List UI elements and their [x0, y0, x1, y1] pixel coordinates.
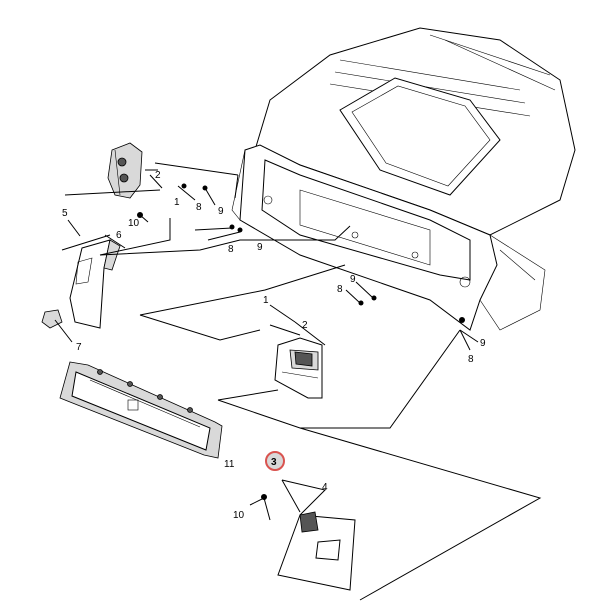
- callout-10-lower: 10: [233, 510, 245, 521]
- callout-6: 6: [116, 230, 122, 241]
- callout-8-mid: 8: [228, 244, 234, 255]
- callout-10-upper: 10: [128, 218, 140, 229]
- callout-4: 4: [322, 482, 328, 493]
- callout-9-mid: 9: [257, 242, 263, 253]
- callout-2-center: 2: [302, 320, 308, 331]
- callout-9-right: 9: [350, 274, 356, 285]
- callout-1-upper-left: 1: [174, 197, 180, 208]
- callout-labels: 2 1 8 9 10 5 6 8 9 7 9 8 1 2 9 8 11 4 10: [62, 170, 486, 521]
- callout-3-label: 3: [271, 457, 277, 468]
- vehicle-body: [231, 27, 576, 331]
- left-tail-lamp[interactable]: [41, 239, 121, 329]
- callout-11: 11: [224, 459, 235, 470]
- callout-9-upper: 9: [218, 206, 224, 217]
- callout-3-highlighted[interactable]: 3: [265, 451, 285, 471]
- callout-7: 7: [76, 342, 82, 353]
- leader-lines: [54, 162, 542, 601]
- callout-1-center: 1: [263, 295, 269, 306]
- callout-8-right: 8: [337, 284, 343, 295]
- callout-2-upper-left: 2: [155, 170, 161, 181]
- callout-8-upper: 8: [196, 202, 202, 213]
- part-11-rear-panel[interactable]: [59, 361, 223, 459]
- right-tail-lamp[interactable]: [277, 511, 356, 591]
- callout-5: 5: [62, 208, 68, 219]
- upper-left-lamp-assembly[interactable]: [107, 142, 143, 199]
- callout-8-far-right: 8: [468, 354, 474, 365]
- center-lamp-assembly[interactable]: [274, 337, 323, 399]
- callout-9-far-right: 9: [480, 338, 486, 349]
